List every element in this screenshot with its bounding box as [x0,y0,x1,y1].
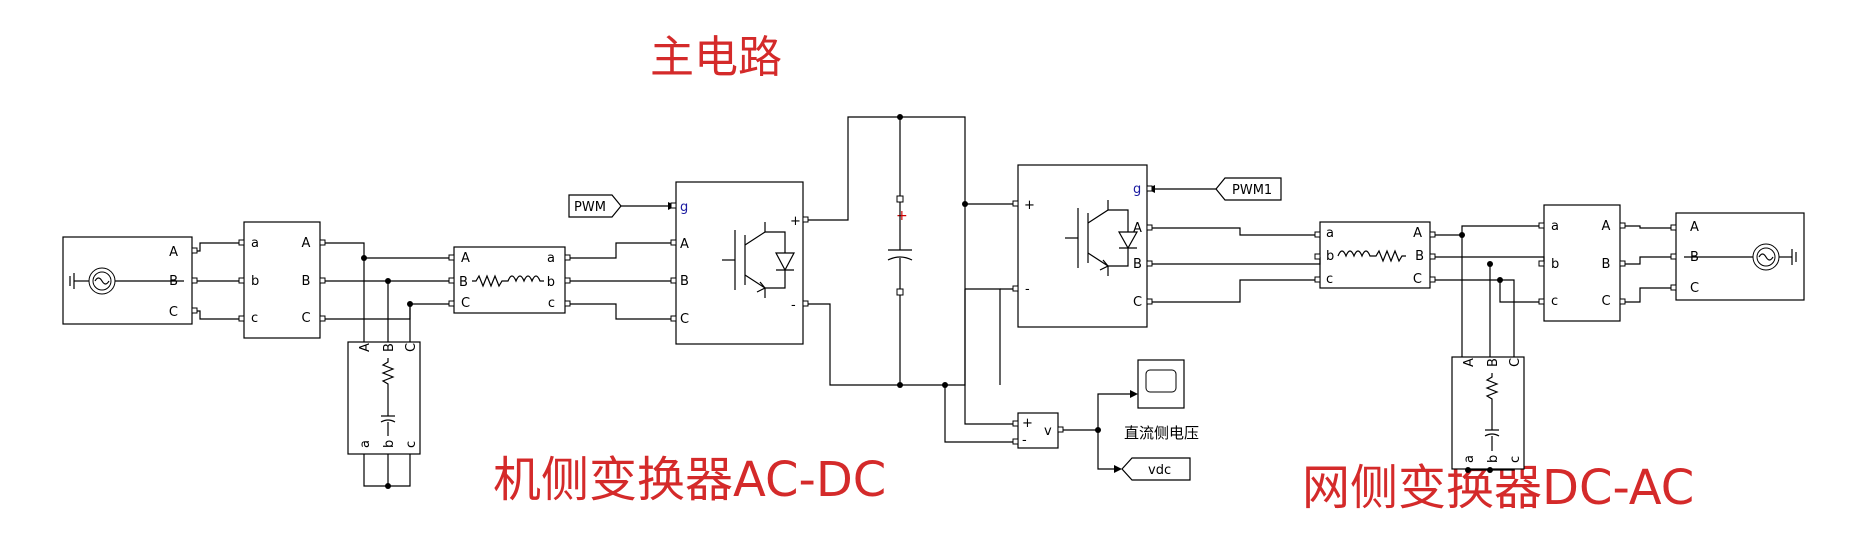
svg-text:c: c [548,296,555,311]
svg-text:C: C [169,305,178,320]
svg-text:B: B [382,343,397,352]
svg-text:C: C [680,312,689,327]
pwm1-from-tag[interactable]: PWM1 [1215,177,1282,201]
svg-text:c: c [1508,456,1523,463]
svg-text:b: b [382,440,397,448]
svg-text:直流侧电压: 直流侧电压 [1124,424,1199,442]
svg-text:c: c [251,311,258,326]
svg-text:a: a [358,440,373,448]
pwm-goto-tag[interactable]: PWM [568,194,622,218]
svg-text:A: A [1133,221,1142,236]
vdc-goto-tag[interactable]: vdc [1121,457,1191,481]
svg-text:C: C [1413,272,1422,287]
measurement-block-left[interactable]: a b c A B C [243,221,321,339]
svg-text:B: B [169,274,178,289]
dc-capacitor[interactable]: + [887,117,913,385]
title-machine-side: 机侧变换器AC-DC [493,452,886,508]
voltage-measurement-block[interactable]: + - v [1017,412,1059,449]
rc-filter-left[interactable]: A B C a b c [347,341,421,455]
svg-text:v: v [1044,424,1052,439]
port-connectors [191,185,1677,445]
svg-text:A: A [1462,358,1477,367]
svg-text:B: B [1602,257,1611,272]
svg-text:+: + [790,214,801,229]
svg-text:a: a [547,251,555,266]
svg-text:A: A [302,236,311,251]
ac-source-right[interactable]: A B C [1675,212,1805,301]
svg-text:B: B [302,274,311,289]
ac-source-left[interactable]: A B C [62,236,193,325]
svg-text:b: b [1486,455,1501,463]
svg-text:-: - [1025,282,1030,297]
svg-text:C: C [1601,294,1610,309]
rc-filter-right[interactable]: A B C a b c [1451,356,1525,470]
svg-text:b: b [1326,249,1334,264]
measurement-block-right[interactable]: a b c A B C [1543,204,1621,322]
svg-text:B: B [1133,257,1142,272]
scope-block[interactable]: 直流侧电压 [1124,359,1199,442]
igbt-converter-right[interactable]: + - g A B C [1017,164,1148,328]
svg-text:+: + [1024,198,1035,213]
svg-text:A: A [1690,220,1699,235]
svg-text:C: C [1690,281,1699,296]
svg-text:-: - [791,298,796,313]
svg-text:+: + [1022,416,1033,431]
svg-text:b: b [251,274,259,289]
title-main-circuit: 主电路 [650,32,782,83]
svg-text:c: c [1551,294,1558,309]
svg-text:vdc: vdc [1148,463,1171,478]
svg-text:a: a [1551,219,1559,234]
svg-text:+: + [896,208,908,224]
svg-text:A: A [358,343,373,352]
svg-text:a: a [251,236,259,251]
svg-text:PWM: PWM [574,200,606,215]
svg-text:C: C [1508,358,1523,367]
igbt-converter-left[interactable]: g A B C + - [675,181,804,345]
svg-text:C: C [1133,295,1142,310]
svg-text:B: B [1486,358,1501,367]
svg-text:-: - [1022,433,1027,448]
svg-text:C: C [301,311,310,326]
svg-text:PWM1: PWM1 [1232,183,1272,198]
svg-text:A: A [1602,219,1611,234]
svg-text:C: C [461,296,470,311]
svg-text:A: A [169,245,178,260]
svg-text:b: b [547,275,555,290]
svg-text:B: B [459,275,468,290]
svg-text:a: a [1462,455,1477,463]
svg-text:A: A [1413,226,1422,241]
svg-text:B: B [1415,249,1424,264]
svg-text:A: A [680,237,689,252]
rl-branch-right[interactable]: a b c A B C [1319,221,1431,289]
svg-text:c: c [1326,272,1333,287]
svg-text:B: B [680,274,689,289]
svg-text:g: g [1133,182,1141,197]
rl-branch-left[interactable]: A B C a b c [453,246,566,314]
svg-text:g: g [680,200,688,215]
svg-text:A: A [461,251,470,266]
svg-text:C: C [404,343,419,352]
svg-text:b: b [1551,257,1559,272]
svg-text:c: c [404,441,419,448]
svg-text:a: a [1326,226,1334,241]
